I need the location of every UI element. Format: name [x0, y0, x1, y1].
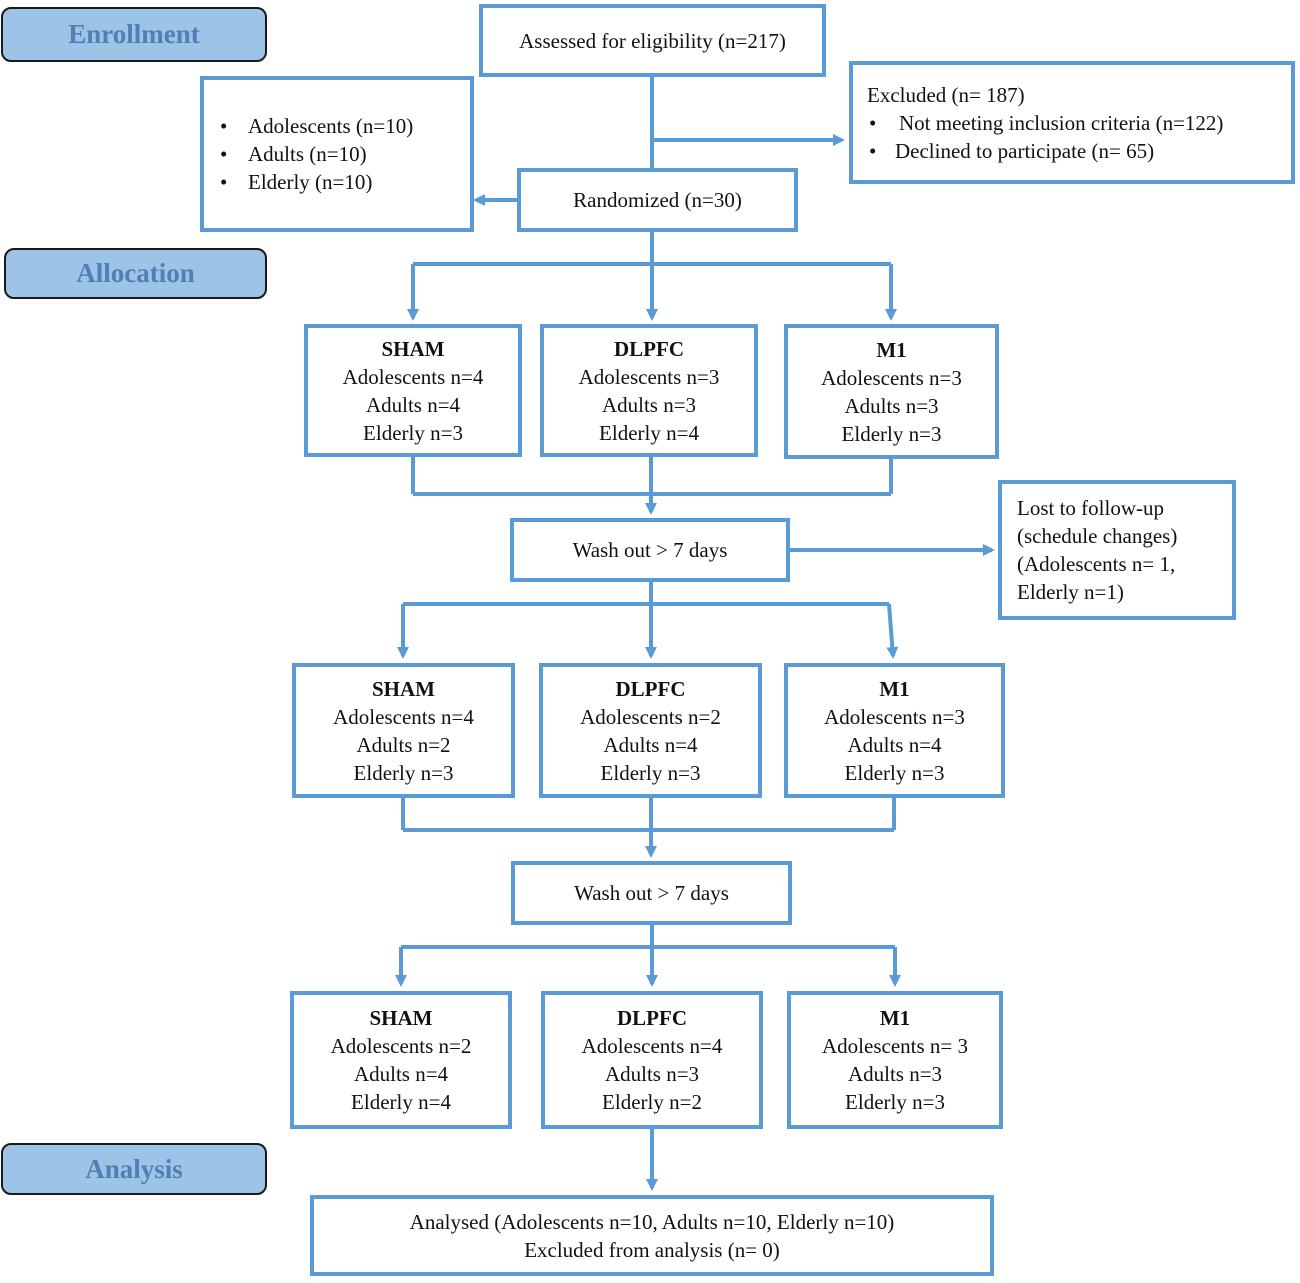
arm-count: Elderly n=2: [602, 1090, 702, 1114]
arm-count: Elderly n=4: [351, 1090, 451, 1114]
arm-count: Adults n=3: [847, 1062, 943, 1086]
excluded-reason-item: Declined to participate (n= 65): [867, 137, 1277, 165]
arm-name: SHAM: [381, 336, 445, 361]
washout1-box: Wash out > 7 days: [510, 518, 790, 582]
randomized-box: Randomized (n=30): [517, 168, 798, 232]
arm-count: Adolescents n=4: [342, 364, 484, 389]
arm-count: Adults n=4: [847, 732, 942, 757]
lost-line: (Adolescents n= 1,: [1017, 552, 1176, 576]
arm-count: Elderly n=3: [353, 760, 454, 785]
arm-count: Adolescents n=2: [580, 704, 721, 729]
period1-m1-box: M1 Adolescents n=3 Adults n=3 Elderly n=…: [784, 324, 999, 459]
arm-count: Adults n=3: [604, 1062, 700, 1086]
arm-name: DLPFC: [615, 676, 686, 701]
arm-count: Adolescents n=3: [821, 365, 962, 390]
arm-name: M1: [879, 1006, 911, 1030]
period3-sham-box: SHAM Adolescents n=2 Adults n=4 Elderly …: [290, 991, 512, 1129]
arm-count: Adults n=4: [603, 732, 698, 757]
arm-name: SHAM: [369, 1006, 433, 1030]
arm-count: Adults n=3: [601, 392, 697, 417]
age-groups-list: Adolescents (n=10) Adults (n=10) Elderly…: [218, 112, 456, 196]
arm-count: Elderly n=4: [599, 420, 699, 445]
arm-count: Elderly n=3: [841, 421, 942, 446]
phase-label-allocation: Allocation: [4, 248, 267, 299]
period2-dlpfc-box: DLPFC Adolescents n=2 Adults n=4 Elderly…: [539, 663, 762, 798]
age-groups-box: Adolescents (n=10) Adults (n=10) Elderly…: [200, 76, 474, 232]
lost-line: Lost to follow-up: [1017, 496, 1164, 520]
arm-count: Elderly n=3: [845, 1090, 945, 1114]
age-group-item: Elderly (n=10): [218, 168, 456, 196]
arm-count: Adolescents n=3: [578, 364, 720, 389]
phase-label-enrollment: Enrollment: [1, 7, 267, 62]
arm-name: M1: [876, 337, 907, 362]
analysed-box: Analysed (Adolescents n=10, Adults n=10,…: [310, 1195, 994, 1276]
excluded-reason-item: Not meeting inclusion criteria (n=122): [867, 109, 1277, 137]
washout1-text: Wash out > 7 days: [572, 538, 728, 562]
arm-count: Adolescents n=2: [330, 1034, 472, 1058]
washout2-text: Wash out > 7 days: [574, 881, 729, 905]
assessed-text: Assessed for eligibility (n=217): [519, 28, 786, 53]
analysed-line: Analysed (Adolescents n=10, Adults n=10,…: [409, 1209, 895, 1234]
age-group-item: Adults (n=10): [218, 140, 456, 168]
arm-count: Adolescents n=4: [333, 704, 474, 729]
arm-count: Adolescents n= 3: [822, 1034, 968, 1058]
arm-count: Elderly n=3: [600, 760, 701, 785]
age-group-item: Adolescents (n=10): [218, 112, 456, 140]
arm-count: Adults n=3: [844, 393, 939, 418]
excluded-reasons: Not meeting inclusion criteria (n=122) D…: [867, 109, 1277, 165]
excluded-title: Excluded (n= 187): [867, 82, 1025, 107]
arm-count: Adults n=2: [356, 732, 451, 757]
arm-name: M1: [879, 676, 910, 701]
washout2-box: Wash out > 7 days: [511, 861, 792, 925]
arm-count: Elderly n=3: [844, 760, 945, 785]
period1-dlpfc-box: DLPFC Adolescents n=3 Adults n=3 Elderly…: [540, 324, 758, 457]
lost-to-follow-up-box: Lost to follow-up (schedule changes) (Ad…: [998, 480, 1236, 620]
assessed-box: Assessed for eligibility (n=217): [479, 4, 826, 77]
phase-label-analysis: Analysis: [1, 1143, 267, 1195]
arm-name: DLPFC: [617, 1006, 687, 1030]
lost-line: (schedule changes): [1017, 524, 1178, 548]
period3-m1-box: M1 Adolescents n= 3 Adults n=3 Elderly n…: [787, 991, 1003, 1129]
randomized-text: Randomized (n=30): [573, 188, 742, 212]
arm-name: SHAM: [372, 676, 435, 701]
arm-name: DLPFC: [614, 336, 684, 361]
period2-m1-box: M1 Adolescents n=3 Adults n=4 Elderly n=…: [784, 663, 1005, 798]
arm-count: Adolescents n=3: [824, 704, 965, 729]
excluded-from-analysis-line: Excluded from analysis (n= 0): [524, 1237, 780, 1262]
period1-sham-box: SHAM Adolescents n=4 Adults n=4 Elderly …: [304, 324, 522, 457]
arm-count: Adults n=4: [365, 392, 461, 417]
period3-dlpfc-box: DLPFC Adolescents n=4 Adults n=3 Elderly…: [541, 991, 763, 1129]
arm-count: Adults n=4: [353, 1062, 449, 1086]
lost-line: Elderly n=1): [1017, 580, 1124, 604]
arm-count: Elderly n=3: [363, 420, 463, 445]
arm-count: Adolescents n=4: [581, 1034, 723, 1058]
period2-sham-box: SHAM Adolescents n=4 Adults n=2 Elderly …: [292, 663, 515, 798]
excluded-box: Excluded (n= 187) Not meeting inclusion …: [849, 61, 1295, 184]
